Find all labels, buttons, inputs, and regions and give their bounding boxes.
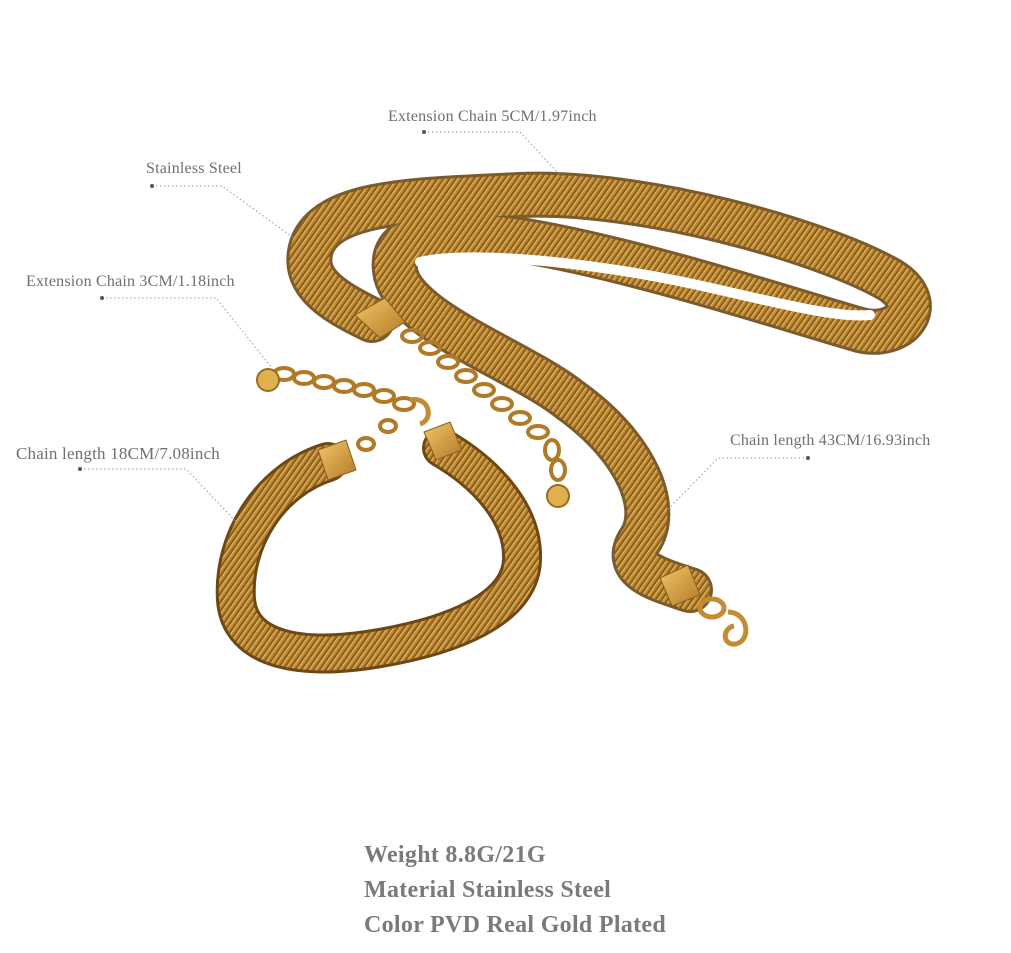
leader-dots [78,130,810,471]
necklace-end-cap [354,297,406,339]
necklace-extension-charm [546,484,570,508]
bracelet-clasp [409,397,431,427]
weight-spec: Weight 8.8G/21G [364,842,546,868]
product-specs: Weight 8.8G/21G Material Stainless Steel… [364,838,666,943]
necklace [286,171,932,613]
extension-chain-5cm-label: Extension Chain 5CM/1.97inch [388,108,597,125]
color-spec: Color PVD Real Gold Plated [364,912,666,938]
bracelet-length-label: Chain length 18CM/7.08inch [16,444,220,463]
bracelet-end-cap-right [423,421,463,461]
bracelet-end-cap-left [317,439,357,481]
necklace-length-label: Chain length 43CM/16.93inch [730,432,931,449]
lobster-clasp [697,596,749,647]
leader-lines [80,131,808,533]
bracelet-extension-charm [256,368,280,392]
necklace-extension-chain [400,328,567,482]
bracelet [215,428,542,674]
stainless-steel-label: Stainless Steel [146,160,242,177]
material-spec: Material Stainless Steel [364,877,612,903]
bracelet-extension-chain [272,366,416,452]
necklace-clasp-cap [659,564,701,607]
extension-chain-3cm-label: Extension Chain 3CM/1.18inch [26,273,235,290]
